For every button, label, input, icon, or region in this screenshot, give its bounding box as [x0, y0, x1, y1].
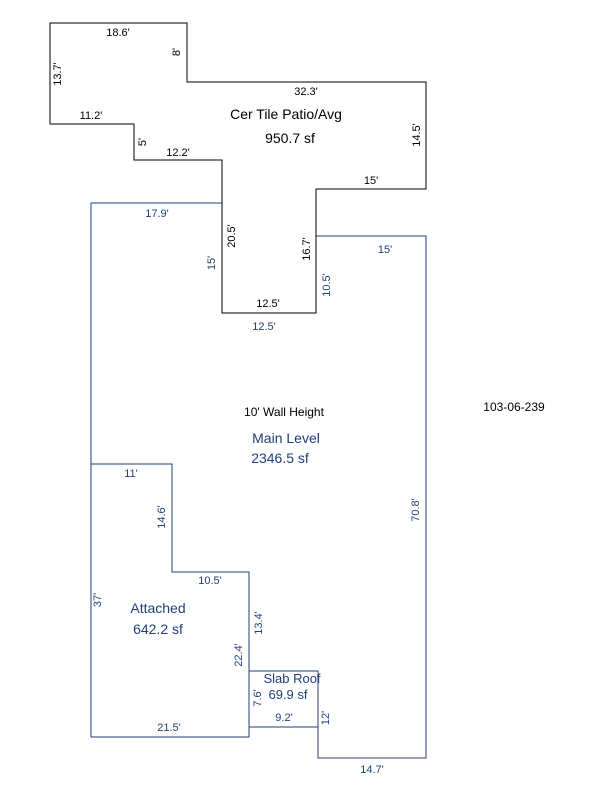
slab-dim-bottom: 9.2' [275, 712, 292, 724]
slab-dim-right: 12' [320, 711, 332, 725]
patio-dim-notch-right: 8' [171, 48, 183, 56]
attached-outline [91, 463, 250, 737]
slab-roof-outline [249, 670, 319, 727]
patio-area: 950.7 sf [265, 130, 315, 146]
patio-dim-stem-left: 20.5' [226, 224, 238, 248]
main-dim-top-left: 17.9' [145, 208, 169, 220]
attached-dim-step-v: 14.6' [156, 505, 168, 529]
main-dim-top-right: 15' [378, 244, 392, 256]
main-dim-right: 70.8' [410, 498, 422, 522]
main-level-area: 2346.5 sf [251, 450, 309, 466]
slab-roof-name: Slab Roof [263, 671, 320, 686]
slab-roof-area: 69.9 sf [268, 687, 307, 702]
attached-dim-right: 22.4' [233, 643, 245, 667]
main-dim-notch-right: 10.5' [321, 273, 333, 297]
patio-name: Cer Tile Patio/Avg [230, 106, 342, 122]
patio-dim-left: 13.7' [52, 62, 64, 86]
patio-dim-stem-bottom: 12.5' [256, 298, 280, 310]
attached-dim-step-h: 10.5' [198, 575, 222, 587]
main-level-outline [90, 202, 427, 759]
patio-dim-top: 18.6' [106, 27, 130, 39]
patio-dim-step-mid-h: 12.2' [166, 147, 190, 159]
attached-name: Attached [130, 600, 185, 616]
parcel-id: 103-06-239 [483, 400, 545, 414]
attached-dim-bottom: 21.5' [157, 722, 181, 734]
patio-dim-right: 14.5' [411, 123, 423, 147]
main-dim-garage-top: 11' [124, 468, 138, 480]
main-level-name: Main Level [252, 430, 320, 446]
patio-outline [49, 22, 427, 314]
attached-dim-right-upper: 13.4' [253, 611, 265, 635]
attached-area: 642.2 sf [133, 621, 183, 637]
attached-dim-left: 37' [92, 593, 104, 607]
main-dim-notch-left: 15' [206, 256, 218, 270]
patio-dim-top-right: 32.3' [294, 86, 318, 98]
main-dim-notch-bottom: 12.5' [252, 321, 276, 333]
patio-dim-bottom-right: 15' [364, 175, 378, 187]
patio-dim-step-left-h: 11.2' [80, 110, 103, 122]
patio-dim-step-left-v: 5' [137, 138, 149, 146]
slab-dim-left: 7.6' [252, 689, 264, 706]
wall-height-label: 10' Wall Height [244, 405, 325, 419]
main-dim-bottom: 14.7' [360, 764, 384, 776]
patio-dim-stem-right: 16.7' [301, 237, 313, 261]
